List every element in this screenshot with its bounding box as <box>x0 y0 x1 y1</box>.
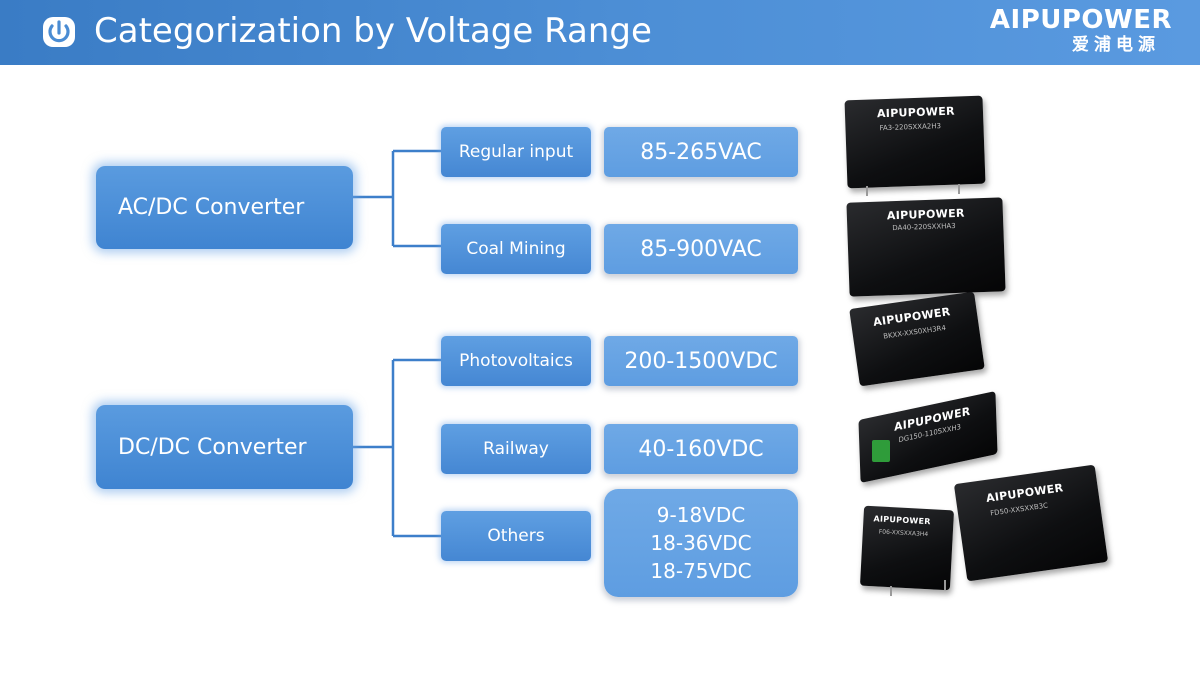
voltage-range-value: 18-36VDC <box>650 531 752 555</box>
application-regular-input: Regular input <box>441 127 591 177</box>
brand-name: AIPUPOWER <box>989 5 1172 35</box>
voltage-range-value: 40-160VDC <box>638 436 764 462</box>
product-logo: AIPUPOWER <box>886 206 965 223</box>
category-label: AC/DC Converter <box>118 195 305 220</box>
product-image-dc-dc-others-large: AIPUPOWER FD50-XXSXXB3C <box>953 464 1109 582</box>
application-label: Regular input <box>458 142 574 162</box>
product-model: BKXX-XXS0XH3R4 <box>882 323 947 341</box>
voltage-range-value: 85-265VAC <box>640 139 762 165</box>
dc-dc-converter-box: DC/DC Converter <box>96 405 353 489</box>
product-model: FD50-XXSXXB3C <box>989 501 1049 518</box>
product-image-ac-dc-coal-mining: AIPUPOWER DA40-220SXXHA3 <box>846 197 1006 297</box>
application-label: Others <box>487 526 545 546</box>
voltage-range-multi-box: 9-18VDC 18-36VDC 18-75VDC <box>604 489 798 597</box>
application-coal-mining: Coal Mining <box>441 224 591 274</box>
application-label: Coal Mining <box>466 239 566 259</box>
product-logo: AIPUPOWER <box>873 514 931 527</box>
voltage-range-box: 85-265VAC <box>604 127 798 177</box>
product-logo: AIPUPOWER <box>876 104 956 121</box>
power-icon <box>43 17 75 47</box>
product-logo: AIPUPOWER <box>985 481 1065 505</box>
application-railway: Railway <box>441 424 591 474</box>
product-model: DA40-220SXXHA3 <box>892 221 956 233</box>
voltage-range-value: 200-1500VDC <box>624 348 778 374</box>
voltage-range-value: 18-75VDC <box>650 559 752 583</box>
header-bar: Categorization by Voltage Range AIPUPOWE… <box>0 0 1200 65</box>
voltage-range-box: 85-900VAC <box>604 224 798 274</box>
category-label: DC/DC Converter <box>118 434 307 460</box>
terminal-block-icon <box>872 440 890 462</box>
product-image-dc-dc-others-small: AIPUPOWER F06-XXSXXA3H4 <box>859 505 955 591</box>
application-others: Others <box>441 511 591 561</box>
voltage-range-value: 9-18VDC <box>656 503 746 527</box>
product-model: FA3-220SXXA2H3 <box>879 122 942 133</box>
application-label: Railway <box>483 439 549 459</box>
application-label: Photovoltaics <box>459 351 573 371</box>
voltage-range-box: 40-160VDC <box>604 424 798 474</box>
product-image-ac-dc-regular: AIPUPOWER FA3-220SXXA2H3 <box>844 95 986 189</box>
voltage-range-value: 85-900VAC <box>640 236 762 262</box>
product-model: F06-XXSXXA3H4 <box>878 528 929 539</box>
application-photovoltaics: Photovoltaics <box>441 336 591 386</box>
brand-logo: AIPUPOWER 爱浦电源 <box>972 6 1172 58</box>
ac-dc-converter-box: AC/DC Converter <box>96 166 353 249</box>
voltage-range-box: 200-1500VDC <box>604 336 798 386</box>
page-title: Categorization by Voltage Range <box>94 11 652 51</box>
brand-chinese-name: 爱浦电源 <box>1072 35 1160 55</box>
